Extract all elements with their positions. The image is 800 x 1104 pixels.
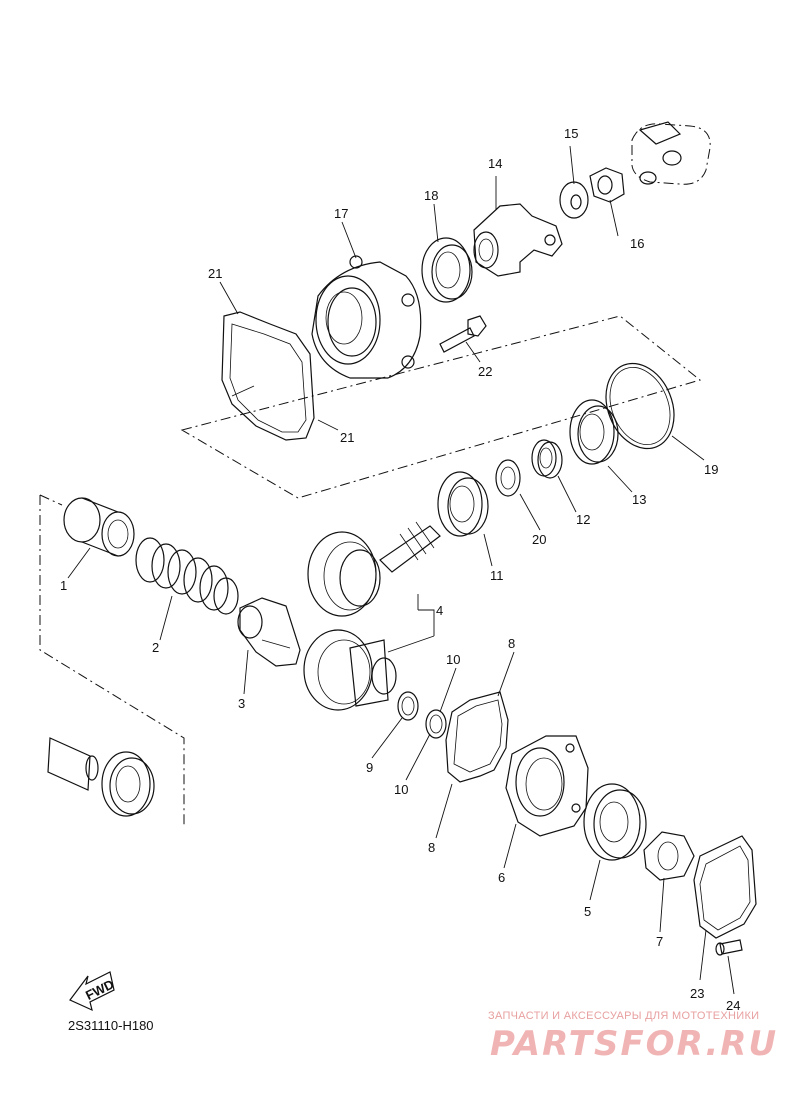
callout-18: 18 [424,188,438,203]
drive-shaft-with-bearing [47,737,155,817]
universal-joint-outline [631,121,711,185]
callout-12: 12 [576,512,590,527]
callout-2: 2 [152,640,159,655]
part-18-oil-seal [421,237,473,303]
callout-9: 9 [366,760,373,775]
part-4-gear-set [303,521,441,711]
callout-14: 14 [488,156,502,171]
part-9-shim [397,691,419,721]
callout-24: 24 [726,998,740,1013]
part-3-coupling [237,597,301,667]
part-2-spring [135,537,239,615]
watermark-logo: PARTSFOR.RU [490,1024,779,1064]
fwd-arrow-icon: FWD [69,971,116,1012]
part-10-circlip [425,709,447,739]
callout-3: 3 [238,696,245,711]
part-11-bearing [437,471,489,537]
part-19-o-ring [605,362,675,450]
callout-16: 16 [630,236,644,251]
left-group-boundary-top [39,494,63,506]
part-13-bearing [569,399,619,465]
left-group-boundary [39,495,185,826]
leader-lines [67,145,735,995]
callout-8-top: 8 [508,636,515,651]
callout-21-top: 21 [208,266,222,281]
callout-15: 15 [564,126,578,141]
callout-4: 4 [436,603,443,618]
callout-10-top: 10 [446,652,460,667]
callout-21-bottom: 21 [340,430,354,445]
callout-10-bottom: 10 [394,782,408,797]
part-6-bearing-retainer [505,735,589,837]
part-8-shim-set [445,691,509,783]
part-22-bolt [439,315,487,353]
callout-7: 7 [656,934,663,949]
callout-23: 23 [690,986,704,1001]
part-16-nut [589,167,625,203]
part-24-screw [715,939,743,956]
callout-20: 20 [532,532,546,547]
part-23-cover-plate [693,835,757,939]
watermark-tagline: ЗАПЧАСТИ И АКСЕССУАРЫ ДЛЯ МОТОТЕХНИКИ [488,1010,760,1022]
fwd-label: FWD [83,976,116,1002]
part-7-ring-nut [643,831,695,881]
diagram-part-code: 2S31110-H180 [68,1018,154,1033]
part-15-washer [559,181,589,219]
callout-19: 19 [704,462,718,477]
part-17-housing [311,255,422,379]
callout-6: 6 [498,870,505,885]
part-12-collar [531,439,563,479]
part-14-yoke [473,203,563,277]
callout-1: 1 [60,578,67,593]
part-1-bushing [63,497,135,557]
callout-17: 17 [334,206,348,221]
callout-8-bottom: 8 [428,840,435,855]
callout-11: 11 [490,568,504,583]
part-20-shim [495,459,521,497]
callout-22: 22 [478,364,492,379]
part-5-bearing [583,783,647,861]
callout-5: 5 [584,904,591,919]
callout-13: 13 [632,492,646,507]
part-21-gasket [221,311,315,441]
